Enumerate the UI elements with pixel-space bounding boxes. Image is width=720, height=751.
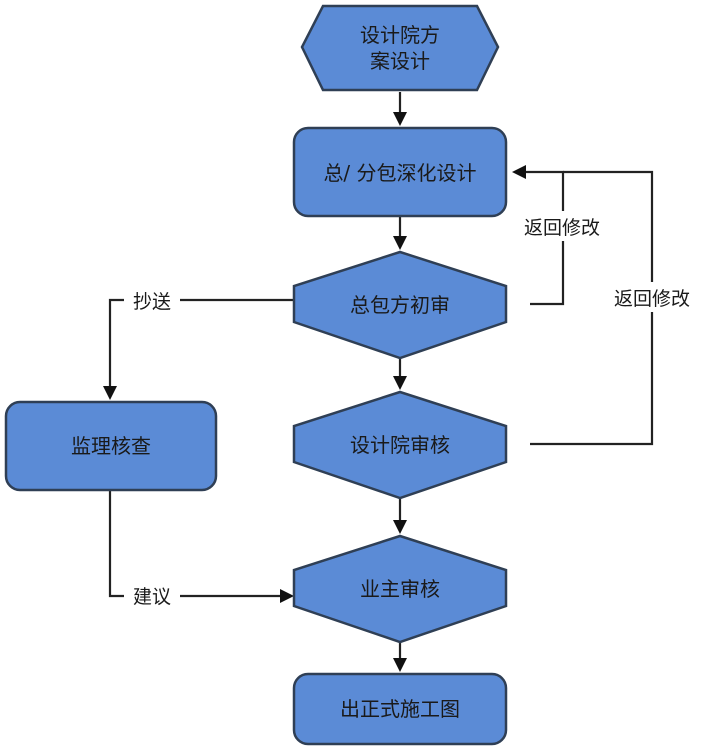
node-design-institute-scheme-line1: 设计院方 <box>360 23 440 47</box>
node-deepening-design-label: 总/ 分包深化设计 <box>323 161 476 185</box>
arrowhead <box>393 236 407 250</box>
arrowhead <box>103 386 117 400</box>
arrowhead <box>393 520 407 534</box>
node-owner-review <box>292 534 508 644</box>
node-design-institute-scheme <box>300 4 500 92</box>
node-design-institute-review <box>292 390 508 500</box>
node-owner-review-label: 业主审核 <box>360 577 440 601</box>
node-supervision-check <box>4 400 218 492</box>
label-return-modify-2: 返回修改 <box>614 288 690 310</box>
node-deepening-design <box>292 126 508 218</box>
node-design-institute-review-label: 设计院审核 <box>350 433 450 457</box>
arrowhead <box>512 165 526 179</box>
label-cc: 抄送 <box>133 291 171 313</box>
node-gc-preliminary-review <box>292 250 508 360</box>
arrowhead <box>393 376 407 390</box>
node-design-institute-scheme-line2: 案设计 <box>370 49 430 73</box>
arrowhead <box>393 658 407 672</box>
node-supervision-check-label: 监理核查 <box>71 434 151 458</box>
node-formal-construction-drawing-label: 出正式施工图 <box>340 697 460 721</box>
edge-suggestion-to-owner <box>108 490 280 598</box>
arrowhead <box>393 112 407 126</box>
label-suggestion: 建议 <box>133 586 171 608</box>
node-gc-preliminary-review-label: 总包方初审 <box>350 293 450 317</box>
label-return-modify-1: 返回修改 <box>524 217 600 239</box>
node-formal-construction-drawing <box>292 672 508 746</box>
edge-cc-to-supervision <box>108 298 294 386</box>
arrowhead <box>280 589 294 603</box>
